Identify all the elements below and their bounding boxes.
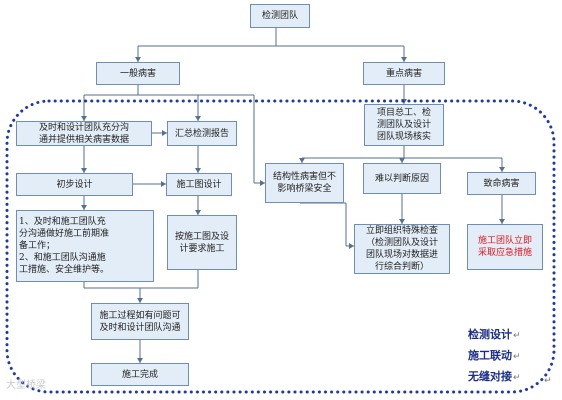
note-construction-linkage: 施工联动↵ [468,349,521,362]
preliminary-design-box: 初步设计 [16,173,133,196]
construction-complete-box: 施工完成 [91,363,189,386]
structural-defect-box: 结构性病害但不 影响桥梁安全 [265,163,344,203]
corner-return-mark: ↵ [544,376,552,386]
watermark: 大型桥梁 [6,380,46,391]
dotted-boundary [5,99,556,394]
hard-to-diagnose-box: 难以判断原因 [363,163,441,194]
fatal-defect-box: 致命病害 [467,172,536,195]
build-per-drawing-box: 按施工图及设 计要求施工 [167,215,237,270]
construction-drawing-box: 施工图设计 [166,173,232,196]
general-defect-box: 一般病害 [96,62,180,85]
special-inspection-box: 立即组织特殊检查 （检测团队及设计 团队现场对数据进 行综合判断） [354,224,450,274]
key-defect-box: 重点病害 [363,62,445,85]
preparation-steps-box: 1、及时和施工团队充 分沟通做好施工前期准 备工作； 2、和施工团队沟通施 工措… [16,210,154,282]
construction-issues-box: 施工过程如有问题可 及时和设计团队沟通 [91,303,189,340]
design-communication-box: 及时和设计团队充分沟 通并提供相关病害数据 [16,121,152,146]
note-design-inspection: 检测设计↵ [468,328,521,341]
summary-report-box: 汇总检测报告 [167,121,237,146]
onsite-verification-box: 项目总工、检 测团队及设计 团队现场核实 [364,104,444,146]
inspection-team-box: 检测团队 [250,4,310,28]
emergency-measures-box: 施工团队立即 采取应急措施 [467,224,543,270]
note-seamless-connection: 无缝对接↵ [468,370,521,383]
